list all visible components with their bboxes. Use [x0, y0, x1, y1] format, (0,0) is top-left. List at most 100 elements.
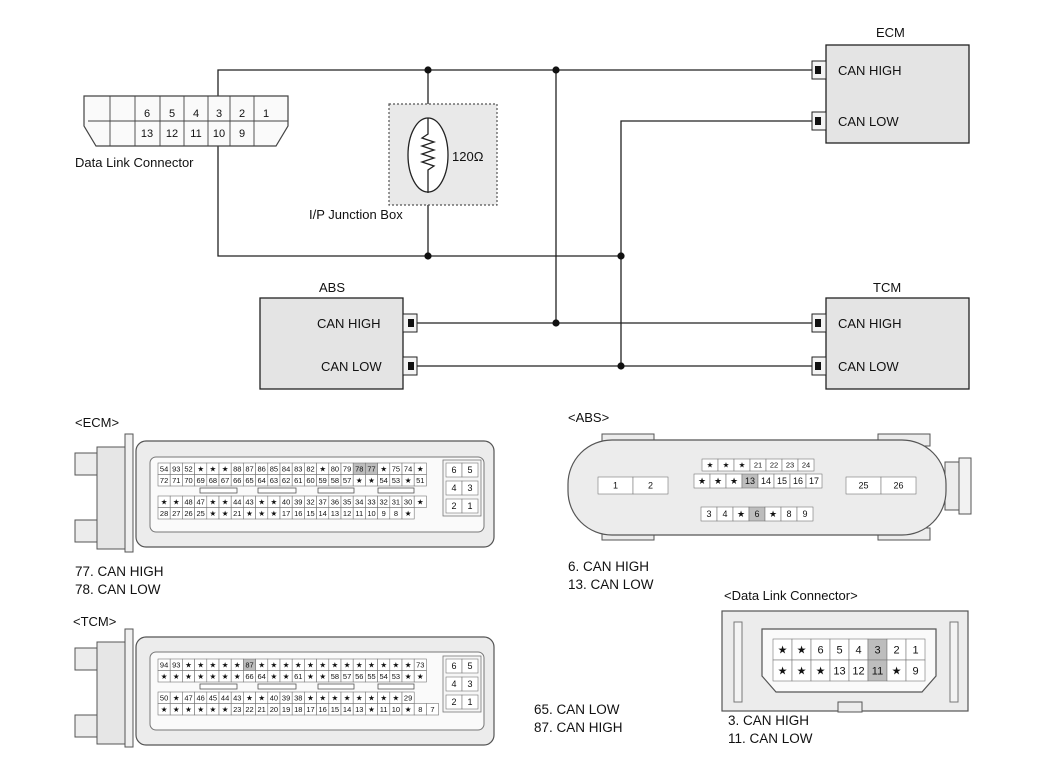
svg-text:40: 40	[270, 693, 278, 702]
dlc-face-pin: 12	[848, 659, 869, 682]
svg-text:★: ★	[173, 705, 180, 714]
connector-pin: 10	[365, 507, 378, 520]
connector-pin: 11	[377, 703, 391, 716]
connector-pin: ★	[182, 658, 195, 671]
connector-pin: 36	[328, 495, 342, 508]
svg-text:22: 22	[770, 461, 778, 470]
connector-pin: ★	[352, 658, 366, 671]
connector-pin: ★	[194, 703, 208, 716]
connector-pin: 14	[316, 507, 330, 520]
svg-text:67: 67	[221, 476, 229, 485]
connector-pin: 16	[291, 507, 305, 520]
svg-text:23: 23	[786, 461, 794, 470]
svg-text:★: ★	[283, 672, 290, 681]
connector-pin: ★	[218, 670, 232, 683]
svg-text:★: ★	[197, 672, 204, 681]
svg-text:12: 12	[343, 509, 351, 518]
connector-pin: 13	[328, 507, 342, 520]
svg-text:2: 2	[451, 501, 456, 511]
connector-pin: ★	[279, 658, 293, 671]
connector-pin: 17	[304, 703, 317, 716]
svg-text:★: ★	[185, 660, 192, 669]
connector-pin: ★	[377, 691, 391, 704]
svg-text:★: ★	[173, 672, 180, 681]
connector-pin: 73	[413, 658, 427, 671]
connector-pin: 15	[304, 507, 317, 520]
abs-module: ABS CAN HIGH CAN LOW	[259, 280, 418, 390]
svg-text:69: 69	[197, 476, 205, 485]
abs-pin: 9	[796, 506, 814, 522]
connector-pin: 14	[340, 703, 354, 716]
connector-pin: ★	[206, 658, 220, 671]
connector-pin: 8	[413, 703, 427, 716]
dlc-pin-label: 11	[190, 128, 201, 140]
connector-pin: ★	[255, 691, 269, 704]
svg-text:2: 2	[648, 481, 653, 491]
connector-pin: ★	[194, 670, 208, 683]
svg-text:★: ★	[258, 660, 265, 669]
connector-pin: ★	[340, 691, 354, 704]
svg-text:★: ★	[222, 672, 229, 681]
dlc-face-pin: 4	[848, 638, 869, 661]
connector-pin: ★	[206, 462, 220, 475]
svg-text:9: 9	[802, 509, 807, 519]
svg-text:1: 1	[613, 481, 618, 491]
svg-text:82: 82	[306, 464, 314, 473]
svg-text:★: ★	[816, 665, 826, 677]
dlc-face-pin: ★	[791, 659, 812, 682]
svg-text:27: 27	[172, 509, 180, 518]
abs-pin: ★	[701, 458, 719, 472]
abs-pin: 21	[749, 458, 767, 472]
svg-text:84: 84	[282, 464, 290, 473]
connector-pin: ★	[413, 462, 427, 475]
connector-pin: 25	[194, 507, 208, 520]
ecm-connector-heading: <ECM>	[75, 415, 120, 430]
abs-pin: 16	[789, 473, 807, 489]
abs-pin: 2	[632, 476, 669, 495]
connector-pin: ★	[401, 507, 415, 520]
svg-text:★: ★	[210, 509, 217, 518]
svg-text:★: ★	[234, 672, 241, 681]
svg-text:66: 66	[233, 476, 241, 485]
connector-pin: ★	[267, 507, 281, 520]
connector-pin: 26	[182, 507, 195, 520]
connector-side-pin: 1	[461, 498, 479, 514]
connector-pin: ★	[291, 658, 305, 671]
svg-text:17: 17	[306, 705, 314, 714]
tcm-note-can-low: 65. CAN LOW	[534, 702, 620, 717]
abs-pin: 4	[716, 506, 734, 522]
svg-text:64: 64	[258, 672, 266, 681]
connector-pin: 60	[304, 474, 317, 487]
svg-text:20: 20	[270, 705, 278, 714]
svg-text:40: 40	[282, 497, 290, 506]
connector-pin: 39	[279, 691, 293, 704]
svg-text:★: ★	[737, 509, 745, 519]
connector-pin: 20	[267, 703, 281, 716]
connector-pin: 10	[389, 703, 403, 716]
svg-text:37: 37	[319, 497, 327, 506]
svg-text:★: ★	[295, 660, 302, 669]
svg-text:★: ★	[356, 660, 363, 669]
svg-text:4: 4	[451, 483, 456, 493]
connector-pin: 15	[328, 703, 342, 716]
connector-pin: 75	[389, 462, 403, 475]
connector-side-pin: 6	[445, 658, 463, 674]
svg-text:62: 62	[282, 476, 290, 485]
connector-pin: ★	[169, 703, 183, 716]
svg-text:★: ★	[271, 509, 278, 518]
abs-pin: ★	[733, 458, 751, 472]
abs-pin-notes: 6. CAN HIGH 13. CAN LOW	[568, 558, 654, 594]
connector-pin: ★	[304, 691, 317, 704]
svg-text:4: 4	[855, 644, 861, 656]
abs-pin: 24	[797, 458, 815, 472]
connector-pin: 59	[316, 474, 330, 487]
connector-pin: ★	[169, 670, 183, 683]
svg-text:93: 93	[172, 464, 180, 473]
connector-pin: 72	[157, 474, 171, 487]
connector-pin: ★	[267, 495, 281, 508]
connector-pin: ★	[255, 658, 269, 671]
svg-text:28: 28	[160, 509, 168, 518]
